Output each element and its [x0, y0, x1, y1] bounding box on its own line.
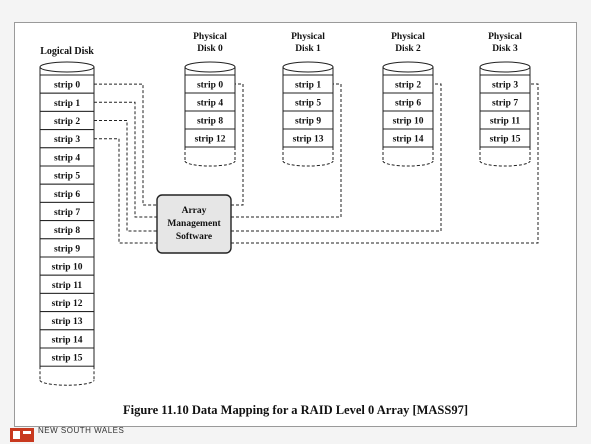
physical-disk-1-label-line2: Disk 1	[295, 44, 321, 54]
logical-disk-strip-label: strip 10	[52, 263, 83, 273]
logical-disk-strip-label: strip 4	[54, 153, 80, 163]
physical-disk-1-strip-label: strip 5	[295, 99, 321, 109]
figure-caption: Figure 11.10 Data Mapping for a RAID Lev…	[122, 403, 468, 417]
physical-disk-2-strip-cell	[382, 128, 434, 148]
physical-disk-2-strip-label: strip 14	[393, 135, 424, 145]
slide-frame: Logical Disk strip 0 strip 1 strip 2 strip 3…	[14, 22, 577, 427]
logical-disk-strip-label: strip 13	[52, 317, 83, 327]
physical-disk-3-strip-label: strip 7	[492, 99, 518, 109]
physical-disk-2-label-line2: Disk 2	[395, 44, 421, 54]
physical-disk-2-label-line1: Physical	[391, 32, 425, 42]
physical-disk-2-dash-bottom	[382, 160, 434, 167]
logical-disk-strip-label: strip 8	[54, 226, 80, 236]
software-box-line-0: Array	[182, 206, 207, 216]
connector-logical-0	[94, 83, 157, 206]
physical-disk-3-strip-label: strip 15	[490, 135, 521, 145]
logical-disk-strip-label: strip 14	[52, 335, 83, 345]
physical-disk-3-dash-bottom	[479, 160, 531, 167]
logical-disk-strip-cell	[39, 347, 95, 367]
logical-disk-dash-bottom	[39, 380, 95, 386]
physical-disk-3-label-line1: Physical	[488, 32, 522, 42]
logical-disk-strip-label: strip 1	[54, 99, 80, 109]
logical-disk-top-ellipse	[39, 61, 95, 73]
logical-disk-strip-label: strip 0	[54, 81, 80, 91]
physical-disk-0-strip-cell	[184, 128, 236, 148]
array-management-software-box	[156, 194, 232, 254]
connector-physical-3	[231, 83, 539, 244]
physical-disk-1-strip-cell	[282, 128, 334, 148]
software-box-line-1: Management	[167, 219, 221, 229]
physical-disk-0-strip-label: strip 0	[197, 81, 223, 91]
logical-disk-strip-label: strip 3	[54, 135, 80, 145]
logical-disk-strip-label: strip 11	[52, 281, 83, 291]
physical-disk-2-strip-label: strip 6	[395, 99, 421, 109]
logical-disk-strip-label: strip 15	[52, 354, 83, 364]
connector-logical-3	[94, 138, 157, 244]
logical-disk-strip-label: strip 12	[52, 299, 83, 309]
physical-disk-1-strip-label: strip 13	[293, 135, 324, 145]
physical-disk-3-strip-label: strip 11	[490, 117, 521, 127]
physical-disk-0-label-line1: Physical	[193, 32, 227, 42]
connector-logical-2	[94, 120, 157, 232]
software-box-line-2: Software	[176, 232, 212, 242]
physical-disk-3-top-ellipse	[479, 61, 531, 73]
physical-disk-1-label-line1: Physical	[291, 32, 325, 42]
physical-disk-1-dash-bottom	[282, 160, 334, 167]
physical-disk-3-strip-label: strip 3	[492, 81, 518, 91]
physical-disk-0-strip-label: strip 8	[197, 117, 223, 127]
logical-disk-strip-label: strip 9	[54, 244, 80, 254]
physical-disk-1-top-ellipse	[282, 61, 334, 73]
connector-physical-0	[231, 83, 244, 206]
connector-physical-1	[231, 83, 342, 218]
physical-disk-2-top-ellipse	[382, 61, 434, 73]
physical-disk-0-label-line2: Disk 0	[197, 44, 223, 54]
connector-logical-1	[94, 101, 157, 218]
logical-disk-strip-label: strip 6	[54, 190, 80, 200]
physical-disk-0-dash-bottom	[184, 160, 236, 167]
physical-disk-0-top-ellipse	[184, 61, 236, 73]
physical-disk-3-strip-cell	[479, 128, 531, 148]
physical-disk-0-strip-label: strip 12	[195, 135, 226, 145]
physical-disk-3-label-line2: Disk 3	[492, 44, 518, 54]
physical-disk-1-strip-label: strip 9	[295, 117, 321, 127]
physical-disk-0-strip-label: strip 4	[197, 99, 223, 109]
footer-text: NEW SOUTH WALES	[38, 426, 125, 435]
physical-disk-2-strip-label: strip 2	[395, 81, 421, 91]
university-logo	[10, 428, 34, 442]
physical-disk-2-strip-label: strip 10	[393, 117, 424, 127]
logical-disk-strip-label: strip 5	[54, 172, 80, 182]
logical-disk-label: Logical Disk	[40, 46, 94, 57]
logical-disk-strip-label: strip 2	[54, 117, 80, 127]
logical-disk-strip-label: strip 7	[54, 208, 80, 218]
connector-physical-2	[231, 83, 442, 232]
physical-disk-1-strip-label: strip 1	[295, 81, 321, 91]
raid0-diagram: Logical Disk strip 0 strip 1 strip 2 strip 3…	[39, 32, 539, 386]
